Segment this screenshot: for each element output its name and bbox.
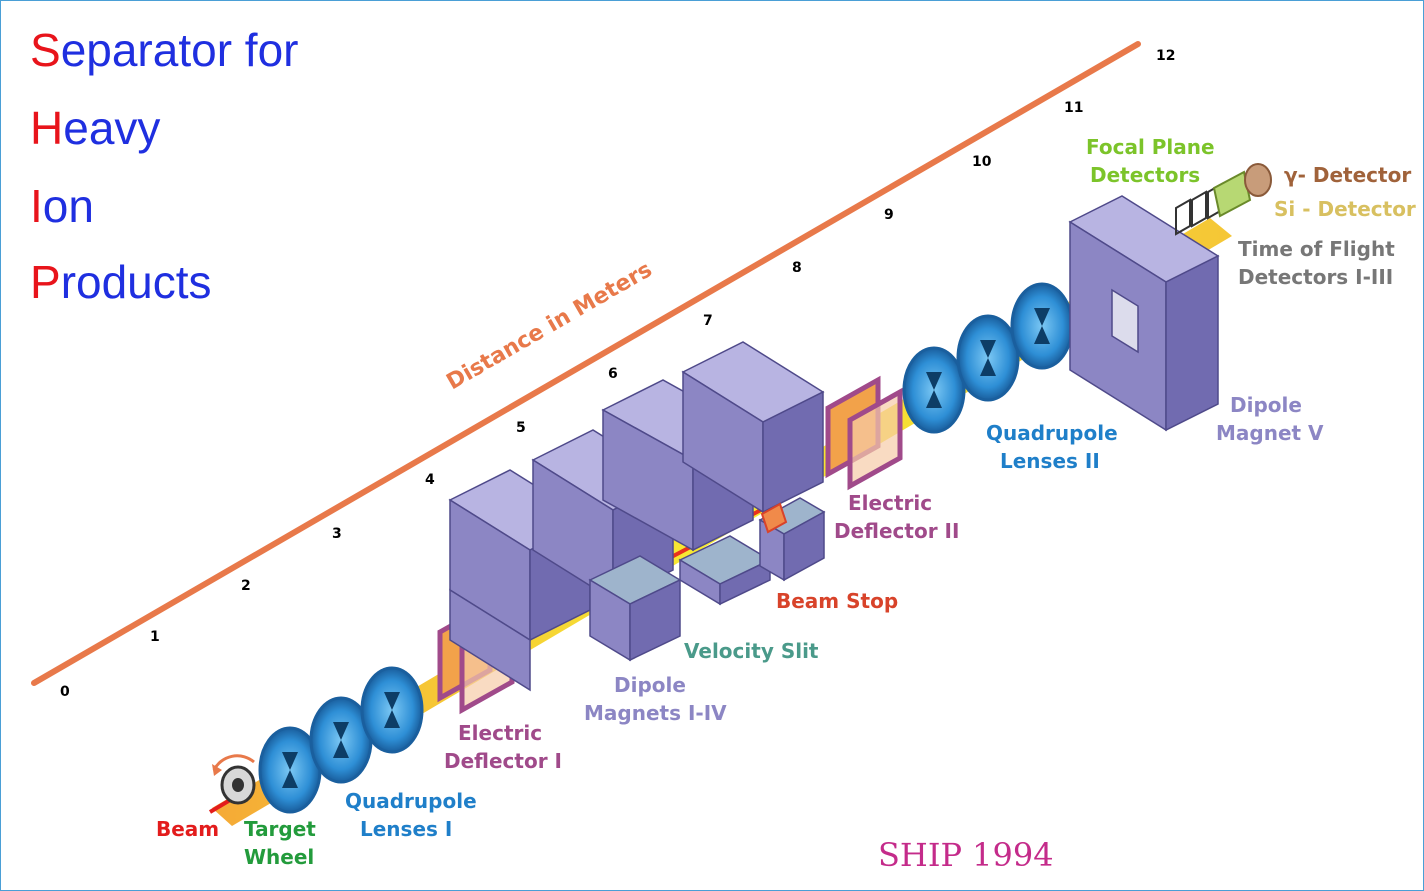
label-focal-plane-a: Focal Plane [1086,135,1215,159]
label-target: Target [244,817,316,841]
label-deflector-2-b: Deflector II [834,519,959,543]
focal-plane-detector [1212,170,1252,218]
label-deflector-1-b: Deflector I [444,749,562,773]
distance-axis [31,41,1141,686]
quadrupole-lenses-2 [902,282,1074,434]
title-line-ion: Ion [30,180,94,232]
label-si-detector: Si - Detector [1274,197,1416,221]
title-line-heavy: Heavy [30,102,161,154]
label-deflector-2-a: Electric [848,491,932,515]
tick-0: 0 [60,684,70,700]
title-line-separator: Separator for [30,24,299,76]
tick-12: 12 [1156,48,1175,64]
tick-6: 6 [608,366,618,382]
beam-stop [760,502,788,534]
quadrupole-lenses-1 [258,666,424,814]
gamma-detector [1244,163,1272,197]
caption-ship-1994: SHIP 1994 [878,836,1054,874]
tick-7: 7 [703,313,713,329]
axis-label: Distance in Meters [443,257,657,395]
label-tof-a: Time of Flight [1238,237,1395,261]
tick-3: 3 [332,526,342,542]
label-beam-stop: Beam Stop [776,589,898,613]
label-quad-2-b: Lenses II [1000,449,1100,473]
label-dipoles-a: Dipole [614,673,686,697]
title-line-products: Products [30,256,212,308]
dipole-magnet-5 [1068,195,1220,432]
label-gamma-detector: γ- Detector [1284,163,1411,187]
tick-11: 11 [1064,100,1083,116]
label-velocity-slit: Velocity Slit [684,639,819,663]
label-quad-1-a: Quadrupole [345,789,477,813]
label-dipole-5-b: Magnet V [1216,421,1324,445]
tick-5: 5 [516,420,526,436]
label-beam: Beam [156,817,219,841]
label-dipoles-b: Magnets I-IV [584,701,727,725]
label-wheel: Wheel [244,845,314,869]
dipole-magnets-1-4 [448,341,826,692]
electric-deflector-2 [825,375,903,491]
tick-2: 2 [241,578,251,594]
tick-10: 10 [972,154,992,170]
tick-9: 9 [884,207,894,223]
tick-8: 8 [792,260,802,276]
tick-1: 1 [150,629,160,645]
label-dipole-5-a: Dipole [1230,393,1302,417]
label-deflector-1-a: Electric [458,721,542,745]
tick-4: 4 [425,472,435,488]
label-quad-2-a: Quadrupole [986,421,1118,445]
target-wheel [212,754,256,805]
label-tof-b: Detectors I-III [1238,265,1393,289]
label-quad-1-b: Lenses I [360,817,452,841]
label-focal-plane-b: Detectors [1090,163,1200,187]
